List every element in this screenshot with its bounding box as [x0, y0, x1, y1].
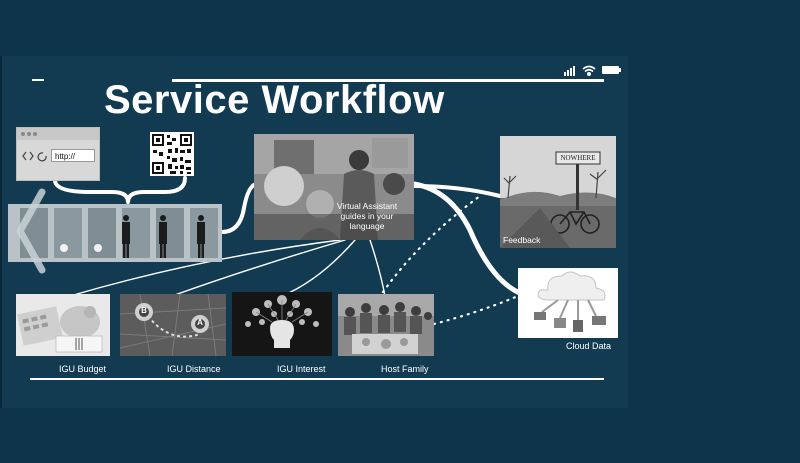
host-family-label: Host Family	[381, 364, 429, 374]
battery-icon	[602, 66, 621, 74]
assistant-cloud-connector	[411, 181, 525, 297]
host-family-image	[338, 294, 434, 356]
cloud-data-label: Cloud Data	[566, 341, 612, 351]
browser-window: http://	[16, 127, 100, 181]
dotted-feedback-connector	[381, 194, 482, 294]
igu-distance-label: IGU Distance	[167, 364, 221, 374]
bracket-connector	[53, 176, 187, 204]
igu-budget-label: IGU Budget	[59, 364, 107, 374]
chevron-left-icon[interactable]	[12, 188, 46, 274]
bottom-divider	[30, 378, 604, 380]
wifi-icon	[582, 65, 596, 76]
signal-icon	[564, 66, 575, 76]
assistant-caption: Virtual Assistant guides in your languag…	[336, 201, 398, 231]
kiosk-strip	[8, 204, 222, 262]
assistant-photo	[254, 134, 414, 240]
map-pin-b	[135, 303, 153, 321]
page-title: Service Workflow	[104, 78, 445, 122]
kiosk-drops	[60, 244, 102, 252]
map-pin-a-label: A	[197, 318, 203, 327]
map-pin-a	[191, 315, 209, 333]
igu-distance-image: B A	[120, 294, 226, 356]
cloud-icon	[537, 271, 606, 301]
igu-interest-label: IGU Interest	[277, 364, 326, 374]
igu-interest-image	[232, 292, 332, 356]
dotted-cloud-connector	[432, 294, 520, 326]
igu-budget-image	[16, 294, 110, 356]
assistant-budget-connector	[69, 239, 341, 297]
minus-icon	[32, 79, 44, 81]
assistant-host-connector	[369, 239, 386, 297]
feedback-photo: NOWHERE	[500, 136, 616, 248]
url-field: http://	[51, 149, 95, 162]
feedback-label: Feedback	[503, 235, 541, 245]
map-pin-b-label: B	[141, 306, 147, 315]
sign-text: NOWHERE	[560, 154, 596, 162]
top-divider	[172, 79, 604, 82]
cloud-data-image	[518, 268, 618, 338]
kiosk-assistant-connector	[220, 182, 258, 234]
kiosk-figures	[122, 215, 205, 258]
browser-nav-icons	[22, 151, 47, 162]
browser-titlebar	[17, 128, 99, 140]
qr-code-icon	[150, 132, 194, 176]
assistant-distance-connector	[171, 239, 346, 297]
status-bar	[564, 65, 621, 76]
